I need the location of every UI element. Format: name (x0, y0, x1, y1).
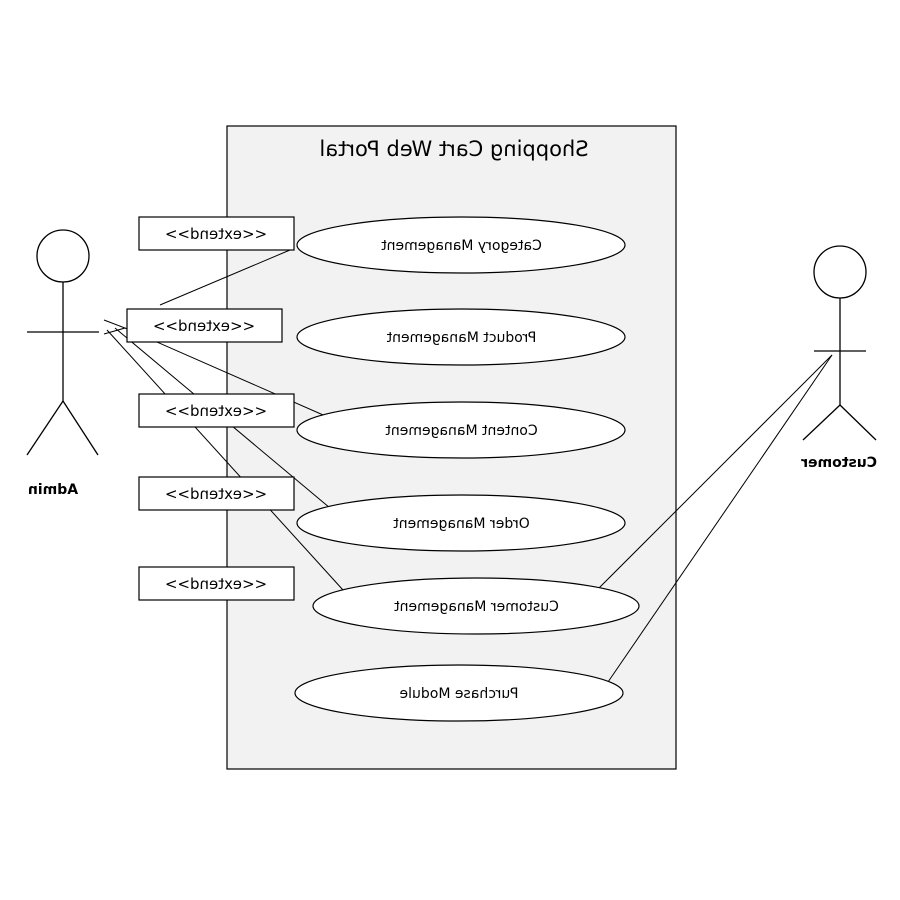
admin-association-hub (103, 319, 127, 335)
extend-label-2: <<extend>> (126, 308, 283, 343)
association-admin-customer-mgmt (106, 329, 344, 591)
extend-label-1: <<extend>> (138, 216, 295, 251)
svg-text:<<extend>>: <<extend>> (165, 485, 267, 503)
svg-text:Order Management: Order Management (393, 516, 530, 532)
extend-label-4: <<extend>> (138, 476, 295, 511)
association-admin-category (159, 249, 291, 306)
association-admin-content (124, 327, 331, 419)
use-case-purchase: Purchase Module (294, 664, 624, 722)
svg-text:Category Management: Category Management (381, 238, 542, 254)
svg-text:<<extend>>: <<extend>> (165, 402, 267, 420)
svg-text:<<extend>>: <<extend>> (165, 225, 267, 243)
svg-text:Product Management: Product Management (386, 330, 536, 346)
extend-label-3: <<extend>> (138, 393, 295, 428)
use-case-category: Category Management (296, 216, 626, 274)
use-case-product: Product Management (296, 308, 626, 366)
svg-text:Content Management: Content Management (385, 423, 538, 439)
use-case-content: Content Management (296, 401, 626, 459)
customer-associations (596, 354, 833, 683)
svg-text:<<extend>>: <<extend>> (165, 575, 267, 593)
svg-text:<<extend>>: <<extend>> (153, 317, 255, 335)
extend-label-5: <<extend>> (138, 566, 295, 601)
admin-actor-icon (26, 229, 99, 456)
system-title: Shopping Cart Web Portal (319, 137, 588, 161)
customer-actor-icon (802, 245, 877, 441)
admin-label: Admin (28, 482, 78, 498)
association-customer-purchase (607, 354, 833, 683)
svg-text:Purchase Module: Purchase Module (400, 686, 519, 702)
use-case-customer: Customer Management (312, 577, 640, 635)
customer-label: Customer (801, 455, 877, 471)
association-customer-customer-mgmt (596, 354, 833, 591)
use-case-order: Order Management (296, 494, 626, 552)
svg-text:Customer Management: Customer Management (394, 599, 559, 615)
